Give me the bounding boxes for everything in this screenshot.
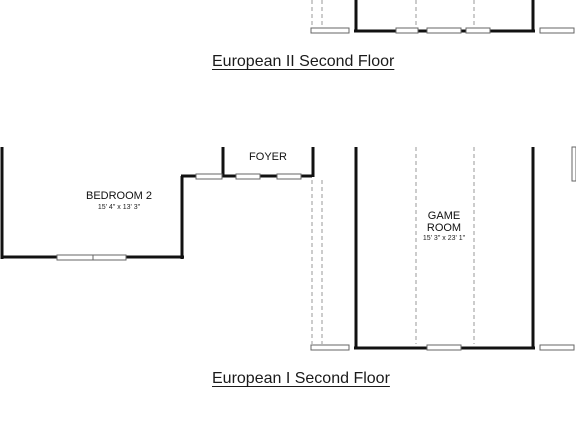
window [426,27,462,34]
foyer-label: FOYER [249,151,287,163]
bedroom-2-label: BEDROOM 2 [85,190,152,202]
window [310,27,350,34]
window [465,27,491,34]
window [310,344,350,351]
european-i-caption: European I Second Floor [212,370,390,387]
window [92,254,127,261]
window [539,344,575,351]
window [276,173,302,180]
window [195,173,223,180]
window [539,27,575,34]
window [235,173,261,180]
window [56,254,94,261]
bedroom-2-dimensions: 15' 4" x 13' 3" [97,204,141,211]
game-room-dimensions: 15' 3" x 23' 1" [422,235,466,242]
european-i-plan-fragment [0,146,576,351]
european-ii-caption: European II Second Floor [212,53,395,70]
window [426,344,462,351]
game-room-label-line2: ROOM [426,222,462,234]
game-room-label-line1: GAME [427,210,461,222]
window [395,27,419,34]
window [571,146,576,182]
european-ii-plan-fragment [310,0,575,34]
